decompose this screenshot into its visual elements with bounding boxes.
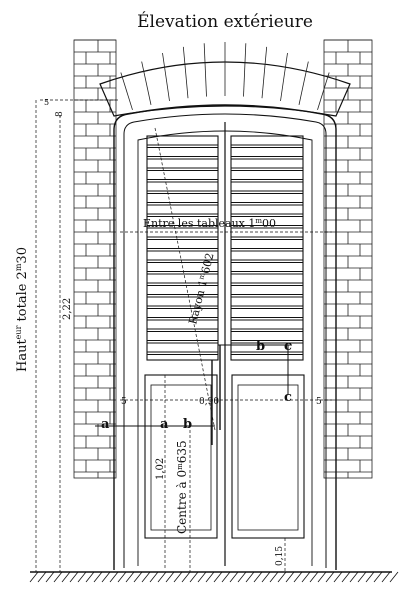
right-offset-label: 5 (316, 397, 322, 407)
left-shutter-louvres (146, 135, 219, 361)
right-brick-wall (323, 39, 373, 479)
point-a-left: a (101, 417, 110, 432)
left-offset-label: 5 (121, 397, 127, 407)
point-c-upper: c (284, 339, 292, 354)
point-b-lower: b (183, 417, 192, 432)
point-a-center: a (160, 417, 169, 432)
between-tableaux-label: Entre les tableaux 1m00 (143, 217, 276, 230)
lower-panels (144, 345, 305, 539)
center-label: Centre à 0m635 (175, 440, 189, 534)
middle-gap-label: 0,90 (199, 397, 219, 407)
small-offset-label: 5 (44, 98, 49, 107)
right-shutter-louvres (230, 135, 304, 361)
dimension-lines (35, 99, 332, 572)
total-height-label: Hauteur totale 2m30 (14, 247, 30, 372)
ground-line (29, 571, 399, 583)
arch-rise-label: 8 (55, 111, 65, 117)
sill-height-label: 0,15 (275, 546, 285, 566)
point-b-upper: b (256, 339, 265, 354)
drawing-title: Élevation extérieure (137, 11, 313, 32)
inner-height-label: 2,22 (62, 298, 73, 320)
brick-arch (99, 42, 351, 117)
window-frame (113, 104, 337, 570)
point-c-lower: c (284, 390, 292, 405)
panel-height-label: 1,02 (155, 458, 166, 480)
